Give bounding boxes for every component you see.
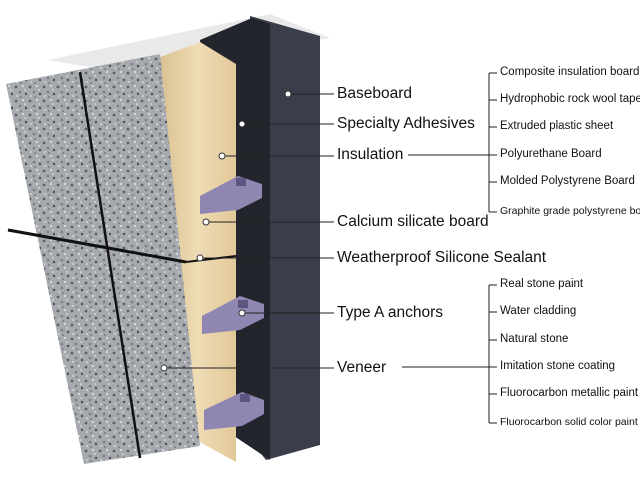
option-brackets — [402, 72, 497, 424]
label-insulation: Insulation — [337, 146, 404, 163]
veneer-option: Natural stone — [500, 333, 569, 345]
label-specialty-adhesives: Specialty Adhesives — [337, 115, 475, 132]
insulation-option: Polyurethane Board — [500, 148, 602, 160]
marker-veneer — [160, 364, 168, 372]
leader-lines — [164, 93, 334, 369]
marker-calcium — [202, 218, 210, 226]
horizontal-joint — [7, 228, 187, 264]
veneer-option: Real stone paint — [500, 278, 584, 290]
veneer-panels — [6, 54, 200, 464]
veneer-option: Imitation stone coating — [500, 360, 616, 372]
marker-anchors — [238, 309, 246, 317]
veneer-option: Fluorocarbon solid color paint — [500, 416, 638, 428]
insulation-option: Hydrophobic rock wool tape — [500, 93, 640, 105]
insulation-layer — [158, 42, 236, 462]
callout-markers — [160, 90, 292, 372]
insulation-option: Extruded plastic sheet — [500, 120, 614, 132]
veneer-option: Fluorocarbon metallic paint — [500, 387, 639, 399]
marker-insulation — [218, 152, 226, 160]
marker-adhesives — [238, 120, 246, 128]
label-veneer: Veneer — [337, 359, 387, 376]
insulation-option: Graphite grade polystyrene board — [500, 205, 640, 217]
anchors — [200, 176, 264, 430]
insulation-option: Molded Polystyrene Board — [500, 175, 635, 187]
marker-baseboard — [284, 90, 292, 98]
label-weatherproof-sealant: Weatherproof Silicone Sealant — [337, 249, 547, 266]
vertical-joint — [78, 71, 142, 459]
veneer-option: Water cladding — [500, 305, 577, 317]
marker-sealant — [196, 254, 204, 262]
label-calcium-silicate-board: Calcium silicate board — [337, 213, 489, 230]
label-baseboard: Baseboard — [337, 85, 412, 102]
insulation-option: Composite insulation board — [500, 66, 640, 78]
sealant-line — [185, 255, 237, 263]
label-type-a-anchors: Type A anchors — [337, 304, 443, 321]
